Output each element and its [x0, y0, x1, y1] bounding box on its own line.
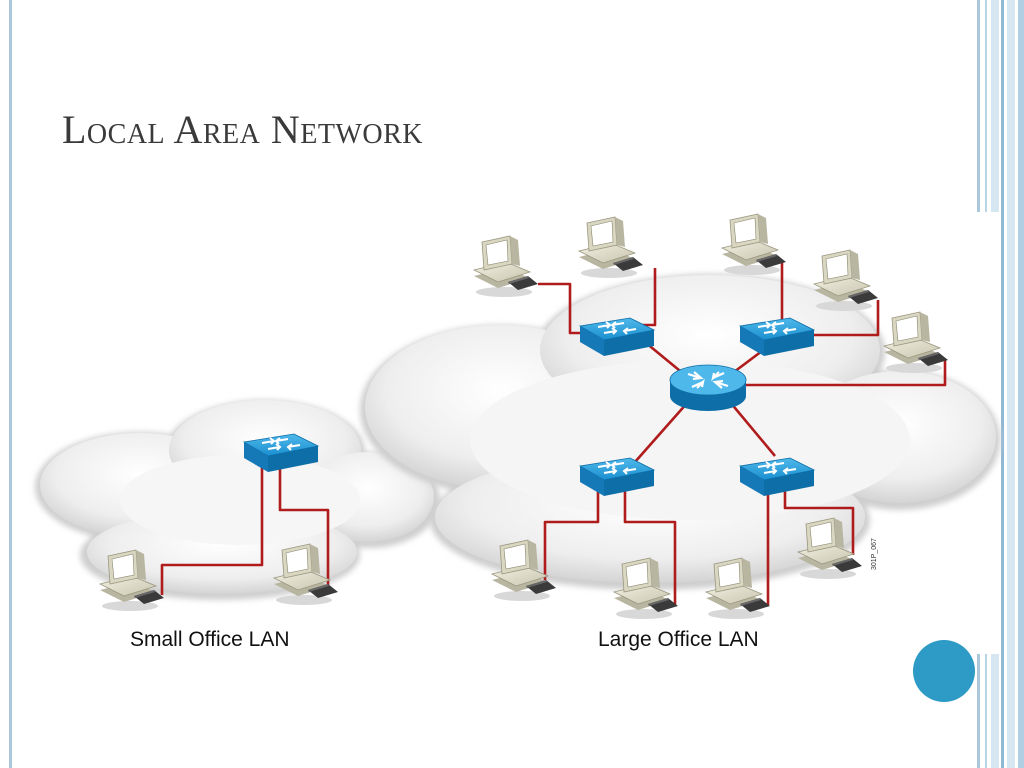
- network-links: [160, 260, 947, 605]
- link-switch-bl-pc1: [543, 490, 600, 580]
- link-router-pc-right: [745, 360, 947, 387]
- left-border-rule: [9, 0, 12, 768]
- accent-circle: [913, 640, 975, 702]
- slide-title: Local Area Network: [62, 107, 423, 152]
- link-switch-br-pc2: [783, 490, 855, 555]
- large-office-pc-2: [578, 216, 644, 279]
- link-router-switch-bottom-left: [634, 401, 689, 463]
- link-switch-tl-pc1: [538, 282, 585, 335]
- link-switch-tr-pc2: [805, 300, 880, 337]
- link-router-switch-bottom-right: [729, 401, 776, 457]
- large-office-pc-3: [721, 213, 787, 276]
- large-office-router: [668, 363, 748, 413]
- link-small-switch-pc2: [278, 462, 330, 590]
- figure-id-label: 301P_067: [871, 538, 878, 570]
- link-switch-bl-pc2: [623, 490, 677, 605]
- link-small-switch-pc1: [160, 462, 264, 595]
- large-office-pc-1: [473, 235, 539, 298]
- large-office-label: Large Office LAN: [598, 628, 759, 651]
- link-switch-tl-pc2: [640, 268, 657, 327]
- large-office-pc-5: [883, 311, 949, 374]
- small-office-label: Small Office LAN: [130, 628, 290, 651]
